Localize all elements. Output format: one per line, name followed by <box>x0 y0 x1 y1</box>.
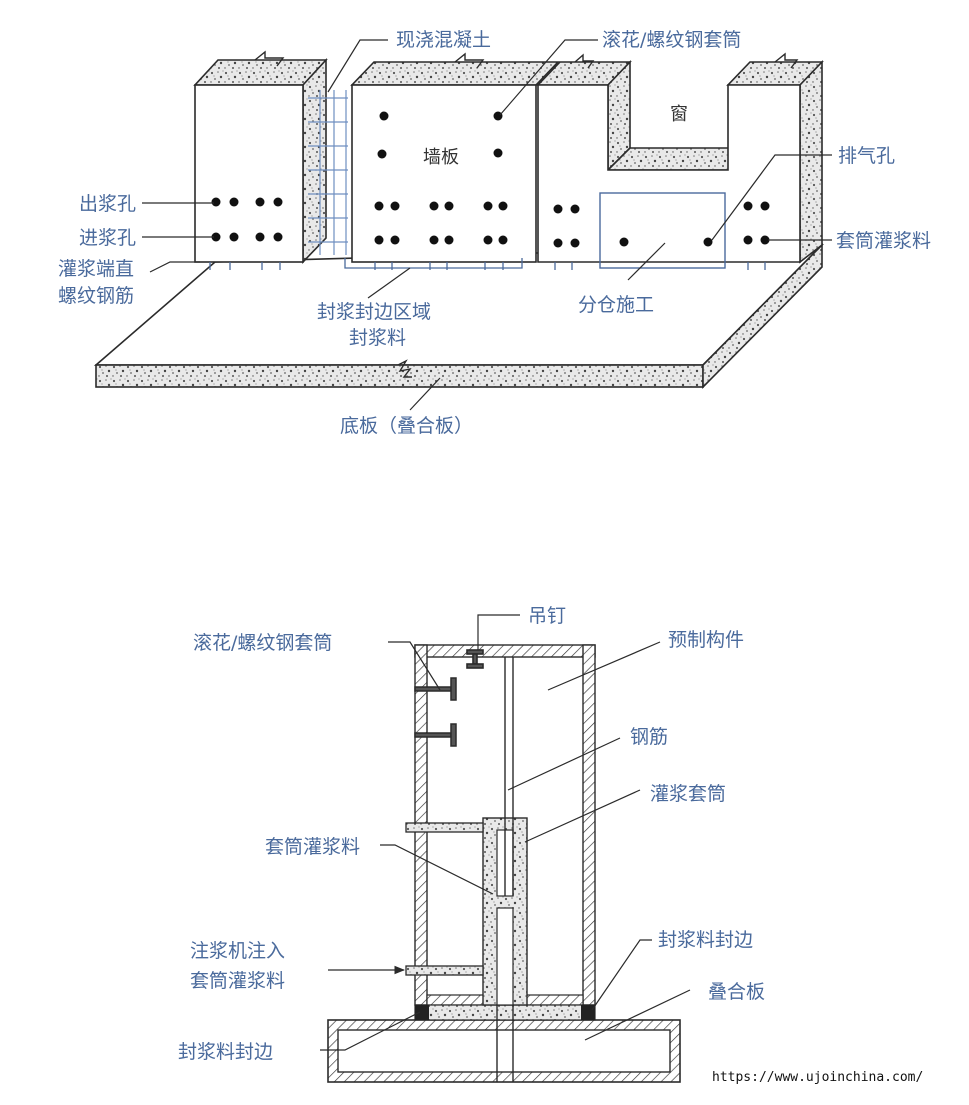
label-sleeve-grout-bottom: 套筒灌浆料 <box>265 836 360 858</box>
bottom-leaders <box>320 614 691 1051</box>
cast-concrete-grid <box>308 90 348 255</box>
bed-grout <box>414 1004 596 1021</box>
label-seal-edge-left: 封浆料封边 <box>178 1041 273 1063</box>
right-panel-holes <box>553 201 770 248</box>
label-base-slab: 底板（叠合板） <box>340 415 473 437</box>
label-composite-slab: 叠合板 <box>708 981 765 1003</box>
label-seal-edge-right: 封浆料封边 <box>658 929 753 951</box>
top-diagram: 现浇混凝土 滚花/螺纹钢套筒 窗 墙板 排气孔 出浆孔 进浆孔 套筒灌浆料 灌浆… <box>58 29 931 437</box>
middle-panel-holes <box>374 111 508 245</box>
lifting-nail <box>466 649 484 669</box>
label-wall-panel: 墙板 <box>423 147 459 168</box>
label-outlet-hole: 出浆孔 <box>79 193 136 215</box>
label-rebar: 钢筋 <box>630 726 668 748</box>
label-sleeve-top: 滚花/螺纹钢套筒 <box>602 29 741 51</box>
label-sleeve-grout-top: 套筒灌浆料 <box>836 230 931 252</box>
grout-pipes <box>405 822 484 976</box>
label-rebar-line2: 螺纹钢筋 <box>58 285 134 307</box>
label-seal-zone-line1: 封浆封边区域 <box>317 301 431 323</box>
label-sleeve-bottom: 滚花/螺纹钢套筒 <box>193 632 332 654</box>
label-inlet-hole: 进浆孔 <box>79 227 136 249</box>
label-grout-sleeve: 灌浆套筒 <box>650 783 726 805</box>
grout-sleeve <box>482 817 528 1006</box>
label-cast-concrete: 现浇混凝土 <box>396 29 491 51</box>
sleeve-anchors <box>414 677 457 747</box>
right-wall-panel <box>536 52 824 269</box>
label-inject-line1: 注浆机注入 <box>190 940 285 962</box>
label-seal-zone-line2: 封浆料 <box>349 327 406 349</box>
composite-slab <box>327 1019 681 1083</box>
bottom-diagram: 吊钉 滚花/螺纹钢套筒 预制构件 钢筋 灌浆套筒 套筒灌浆料 注浆机注入 套筒灌… <box>178 605 765 1083</box>
left-wall-panel <box>193 50 328 264</box>
label-lifting-nail: 吊钉 <box>528 605 566 627</box>
compartment-box <box>599 192 726 269</box>
label-precast: 预制构件 <box>668 629 744 651</box>
rebar-stubs <box>209 262 766 270</box>
watermark-url: https://www.ujoinchina.com/ <box>712 1070 923 1085</box>
label-window: 窗 <box>670 104 688 125</box>
label-inject-line2: 套筒灌浆料 <box>190 970 285 992</box>
seal-zone-bracket <box>344 258 523 269</box>
label-compartment: 分仓施工 <box>578 294 654 316</box>
left-panel-holes <box>211 197 283 242</box>
base-slab <box>93 243 824 389</box>
label-rebar-line1: 灌浆端直 <box>58 258 134 280</box>
top-leaders <box>142 39 832 411</box>
rebar <box>496 657 514 1082</box>
label-vent-hole: 排气孔 <box>838 145 895 167</box>
